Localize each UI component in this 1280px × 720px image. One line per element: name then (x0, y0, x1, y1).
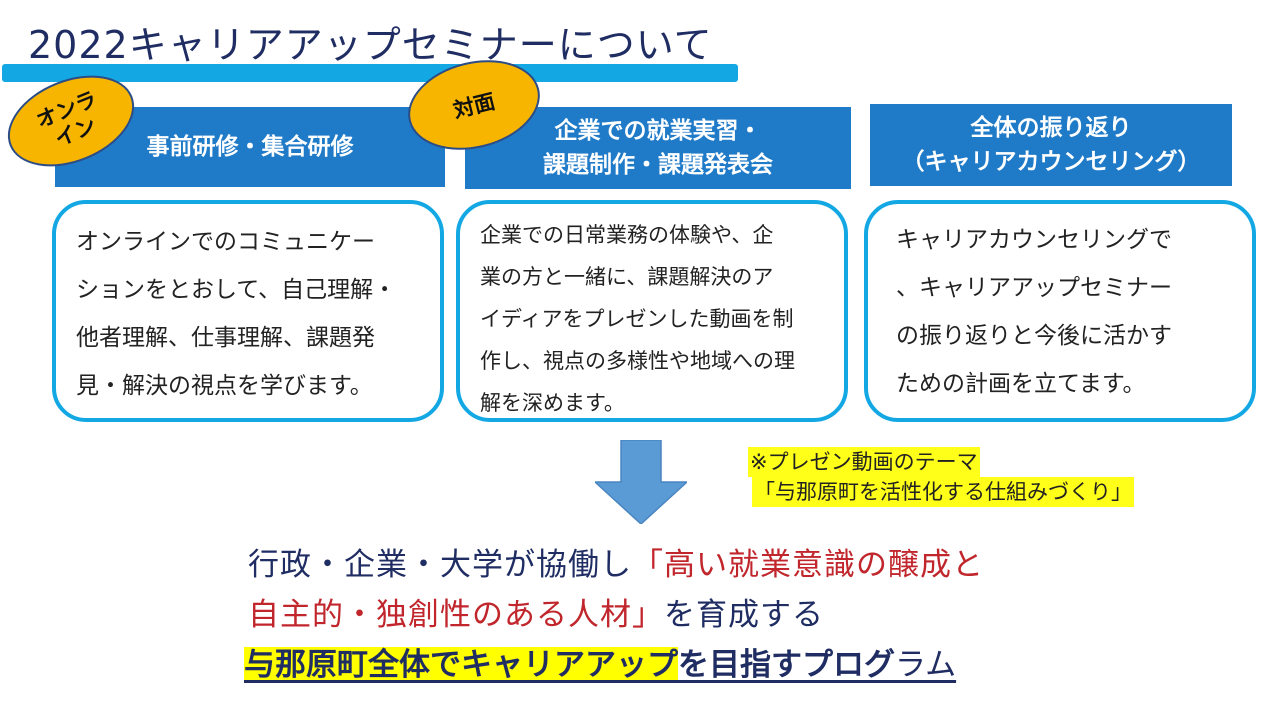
description-box-review: キャリアカウンセリングで 、キャリアアップセミナー の振り返りと今後に活かす た… (864, 200, 1256, 422)
box2-line: イディアをプレゼンした動画を制 (480, 307, 794, 331)
box2-line: 解を深めます。 (480, 391, 625, 415)
note-line1: ※プレゼン動画のテーマ (748, 447, 980, 477)
box2-line: 企業での日常業務の体験や、企 (480, 223, 774, 247)
presentation-theme-note: ※プレゼン動画のテーマ 「与那原町を活性化する仕組みづくり」 (748, 447, 1134, 507)
page-title: 2022キャリアアップセミナーについて (28, 23, 713, 67)
down-arrow-icon (595, 440, 687, 524)
box3-line: キャリアカウンセリングで (896, 227, 1172, 253)
badge-online-label: オンライン (32, 86, 101, 152)
box2-line: 作し、視点の多様性や地域への理 (480, 349, 795, 373)
header-review: 全体の振り返り （キャリアカウンセリング） (870, 104, 1232, 186)
header-internship-line1: 企業での就業実習・ (554, 118, 762, 144)
description-box-internship: 企業での日常業務の体験や、企 業の方と一緒に、課題解決のア イディアをプレゼンし… (456, 200, 848, 422)
description-box-pre-training: オンラインでのコミュニケー ションをとおして、自己理解・ 他者理解、仕事理解、課… (52, 200, 444, 422)
note-line2: 「与那原町を活性化する仕組みづくり」 (752, 477, 1134, 507)
summary-line1-b: 「高い就業意識の醸成と (632, 547, 984, 583)
box2-line: 業の方と一緒に、課題解決のア (480, 265, 774, 289)
header-pre-training-label: 事前研修・集合研修 (146, 134, 354, 160)
box1-line: 他者理解、仕事理解、課題発 (76, 325, 375, 351)
summary-line1-a: 行政・企業・大学が協働し (248, 547, 632, 583)
box3-line: の振り返りと今後に活かす (896, 323, 1172, 349)
title-underline-bar (2, 64, 738, 82)
program-goal-highlight: 与那原町全体でキャリアアップ (244, 647, 678, 683)
box3-line: ための計画を立てます。 (896, 371, 1146, 397)
header-review-line2: （キャリアカウンセリング） (901, 149, 1201, 175)
summary-text: 行政・企業・大学が協働し「高い就業意識の醸成と 自主的・独創性のある人材」を育成… (248, 540, 984, 640)
box1-line: ションをとおして、自己理解・ (76, 277, 397, 303)
header-internship-line2: 課題制作・課題発表会 (543, 152, 773, 178)
box1-line: 見・解決の視点を学びます。 (76, 373, 373, 399)
summary-line2-a: 自主的・独創性のある人材」 (248, 597, 664, 633)
box1-line: オンラインでのコミュニケー (76, 229, 375, 255)
program-goal-bold: を目指すプログ (678, 647, 895, 683)
box3-line: 、キャリアアップセミナー (896, 275, 1172, 301)
program-goal: 与那原町全体でキャリアアップを目指すプログラム (244, 643, 956, 687)
badge-in-person-label: 対面 (450, 89, 498, 123)
header-internship: 企業での就業実習・ 課題制作・課題発表会 (465, 107, 851, 189)
summary-line2-b: を育成する (664, 597, 824, 633)
program-goal-plain: ラム (895, 647, 957, 683)
header-review-line1: 全体の振り返り (970, 115, 1132, 141)
